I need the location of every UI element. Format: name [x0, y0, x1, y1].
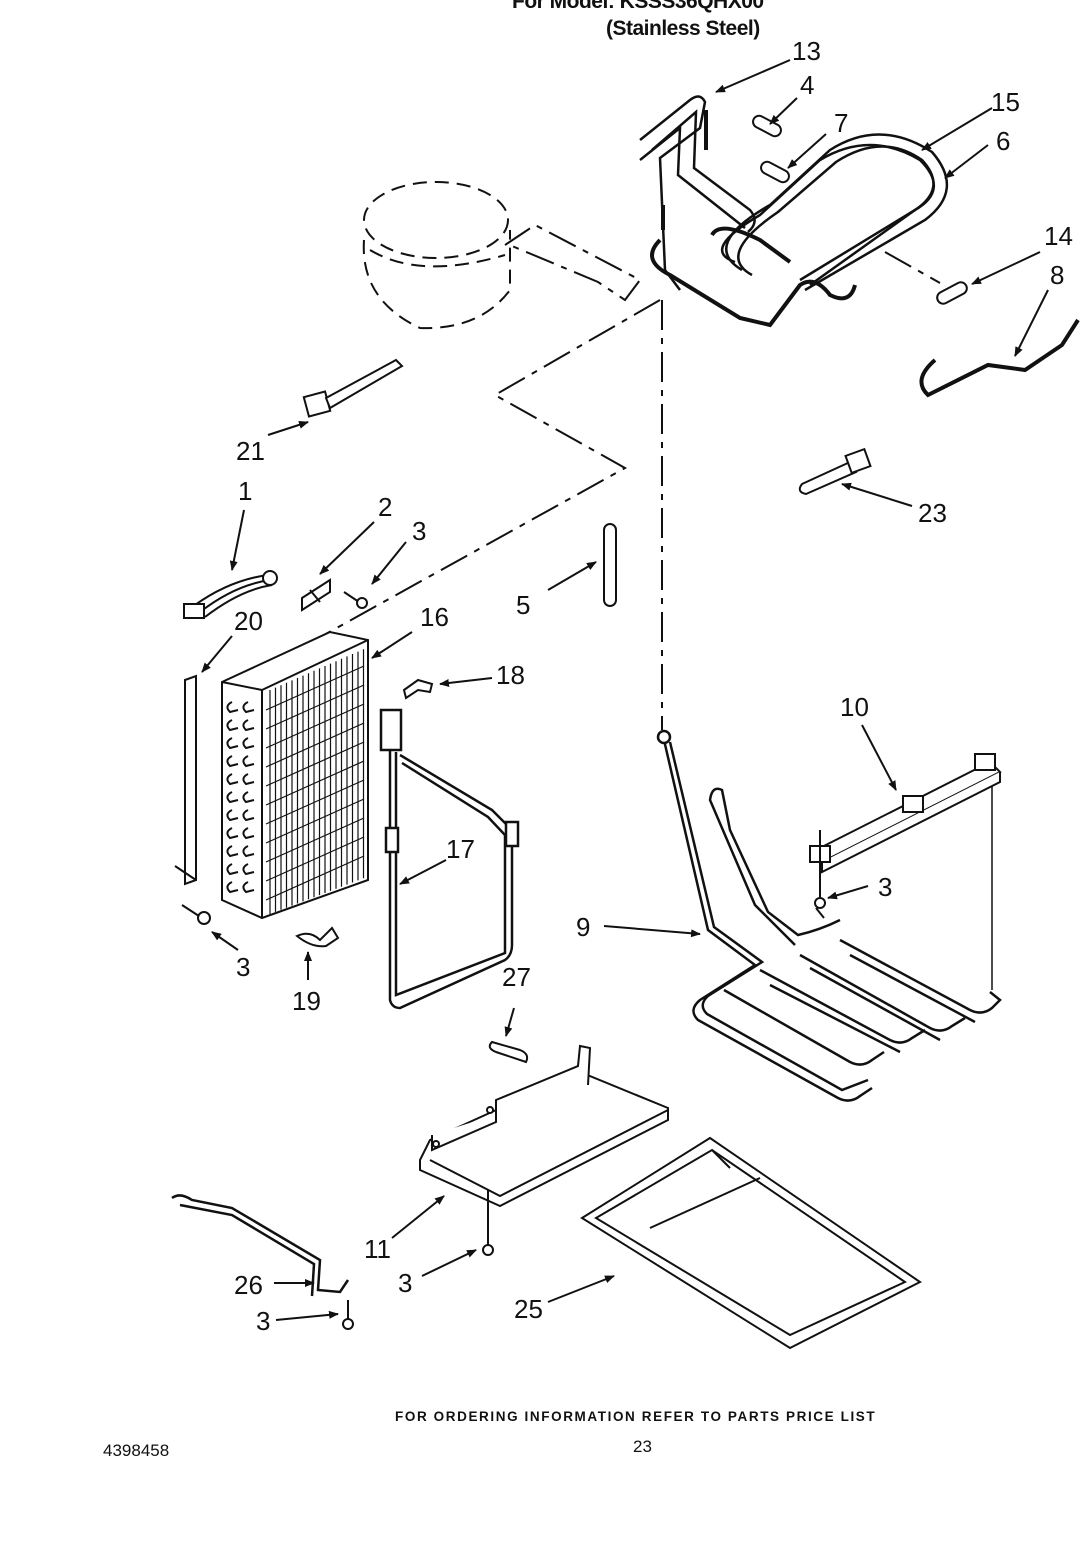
- clip-part-18: [402, 678, 434, 700]
- drain-pan-part-25: [580, 1136, 922, 1350]
- callout-10: 10: [840, 692, 869, 722]
- callout-8: 8: [1050, 260, 1064, 290]
- callout-3-bottom: 3: [256, 1306, 270, 1336]
- callout-18: 18: [496, 660, 525, 690]
- callout-3-left: 3: [236, 952, 250, 982]
- callout-3-tray: 3: [398, 1268, 412, 1298]
- callout-13: 13: [792, 36, 821, 66]
- tube-part-5: [603, 523, 617, 607]
- condenser-coil: [174, 630, 369, 920]
- callout-26: 26: [234, 1270, 263, 1300]
- condenser-tube-loop: [639, 95, 948, 292]
- compressor-outline: [362, 181, 511, 330]
- condenser-fins: [265, 649, 365, 914]
- screw-part-3-upper: [343, 591, 368, 609]
- callout-17: 17: [446, 834, 475, 864]
- screw-part-3-right: [814, 830, 826, 919]
- callout-5: 5: [516, 590, 530, 620]
- callout-6: 6: [996, 126, 1010, 156]
- tray-part-11: [419, 1044, 669, 1208]
- wire-part-8: [919, 318, 1080, 398]
- callout-4: 4: [800, 70, 814, 100]
- callout-labels: 13 4 7 15 6 14 8 21 23 1 2 3 5 20 16 18 …: [234, 36, 1073, 1336]
- tubing-dashed-path: [314, 223, 941, 730]
- drain-heater-part-9: [656, 729, 1002, 1102]
- callout-21: 21: [236, 436, 265, 466]
- callout-14: 14: [1044, 221, 1073, 251]
- ordering-note: FOR ORDERING INFORMATION REFER TO PARTS …: [395, 1409, 877, 1424]
- bracket-part-10: [809, 753, 1002, 874]
- screw-part-3-tray: [482, 1190, 494, 1256]
- screw-part-3-left: [181, 904, 211, 925]
- bracket-part-2: [301, 578, 331, 612]
- cable-tie-21: [302, 358, 404, 418]
- callout-7: 7: [834, 108, 848, 138]
- page-number: 23: [633, 1437, 652, 1456]
- callout-3-upper: 3: [412, 516, 426, 546]
- condenser-coil-loops: [226, 701, 255, 894]
- callout-16: 16: [420, 602, 449, 632]
- finish-subtitle: (Stainless Steel): [606, 17, 760, 40]
- callout-leaders: [201, 59, 1049, 1321]
- clip-part-27: [488, 1040, 529, 1064]
- document-number: 4398458: [103, 1441, 170, 1460]
- clip-part-19: [295, 926, 340, 948]
- wire-lead-part-1: [183, 570, 278, 619]
- callout-20: 20: [234, 606, 263, 636]
- callout-3-right: 3: [878, 872, 892, 902]
- callout-15: 15: [991, 87, 1020, 117]
- callout-9: 9: [576, 912, 590, 942]
- cable-tie-23: [798, 447, 872, 496]
- callout-2: 2: [378, 492, 392, 522]
- callout-27: 27: [502, 962, 531, 992]
- callout-25: 25: [514, 1294, 543, 1324]
- callout-1: 1: [238, 476, 252, 506]
- callout-19: 19: [292, 986, 321, 1016]
- tube-sleeve-parts: [752, 114, 968, 305]
- model-title: For Model: KSSS36QHX00: [512, 0, 764, 13]
- callout-23: 23: [918, 498, 947, 528]
- heater-loop-part-17: [379, 708, 520, 1010]
- screw-part-3-bottom: [342, 1300, 354, 1330]
- wire-harness-black: [650, 110, 857, 328]
- callout-11: 11: [364, 1234, 391, 1264]
